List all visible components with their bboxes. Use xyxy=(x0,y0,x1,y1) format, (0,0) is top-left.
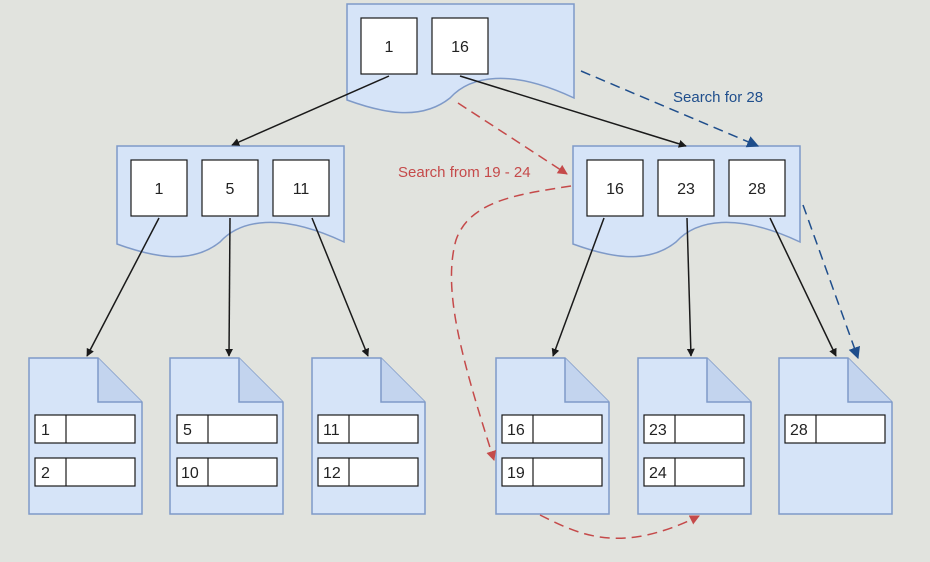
leaf-page-4-row-2-key: 19 xyxy=(507,465,525,482)
leaf-page-5-row-2: 24 xyxy=(643,457,745,487)
leaf-page-3-row-2-key: 12 xyxy=(323,465,341,482)
left-internal-key-3: 11 xyxy=(272,159,330,217)
leaf-page-2-row-2-key: 10 xyxy=(181,465,199,482)
root-key-1-label: 1 xyxy=(385,39,394,56)
range-search-label: Search from 19 - 24 xyxy=(398,164,531,181)
pointer-left-key2-to-leaf2 xyxy=(225,217,234,357)
range-search-arrow-1 xyxy=(457,102,568,175)
right-internal-node: 16 23 28 xyxy=(572,145,801,258)
right-internal-key-3: 28 xyxy=(728,159,786,217)
leaf-page-6-row-1: 28 xyxy=(784,414,886,444)
range-search-arrow-2 xyxy=(450,185,572,461)
root-key-2-label: 16 xyxy=(451,39,469,56)
leaf-page-4-row-1-key: 16 xyxy=(507,422,525,439)
leaf-page-3-row-1-key: 11 xyxy=(323,422,340,439)
point-search-arrow-2 xyxy=(802,204,860,360)
pointer-right-key3-to-leaf6 xyxy=(769,217,837,357)
right-internal-key-1: 16 xyxy=(586,159,644,217)
leaf-page-5-row-1: 23 xyxy=(643,414,745,444)
range-search-path xyxy=(450,102,700,540)
leaf-page-3-row-2: 12 xyxy=(317,457,419,487)
leaf-page-5-row-2-key: 24 xyxy=(649,465,667,482)
right-internal-key-2-label: 23 xyxy=(677,181,695,198)
leaf-page-2-fold xyxy=(238,358,283,403)
root-key-2: 16 xyxy=(431,17,489,75)
leaf-page-2-row-2: 10 xyxy=(176,457,278,487)
point-search-arrow-1 xyxy=(580,70,760,148)
pointer-root-to-right xyxy=(459,75,687,148)
pointer-right-key1-to-leaf4 xyxy=(551,217,605,357)
right-internal-key-3-label: 28 xyxy=(748,181,766,198)
leaf-page-1-row-2-key: 2 xyxy=(41,465,50,482)
left-internal-key-1: 1 xyxy=(130,159,188,217)
tree-pointers xyxy=(86,75,837,357)
leaf-page-1-row-1-key: 1 xyxy=(41,422,50,439)
leaf-page-6-fold xyxy=(847,358,892,403)
leaf-page-4-row-2: 19 xyxy=(501,457,603,487)
left-internal-key-1-label: 1 xyxy=(155,181,164,198)
leaf-page-4-fold xyxy=(564,358,609,403)
pointer-left-key3-to-leaf3 xyxy=(311,217,369,357)
point-search-path xyxy=(580,70,860,360)
leaf-page-1-row-1: 1 xyxy=(34,414,136,444)
leaf-page-4: 16 19 xyxy=(495,357,610,515)
leaf-page-2: 5 10 xyxy=(169,357,284,515)
leaf-page-5: 23 24 xyxy=(637,357,752,515)
root-key-1: 1 xyxy=(360,17,418,75)
right-internal-key-1-label: 16 xyxy=(606,181,624,198)
root-node: 1 16 xyxy=(346,3,575,114)
leaf-page-3-row-1: 11 xyxy=(317,414,419,444)
pointer-root-to-left xyxy=(231,75,390,146)
point-search-label: Search for 28 xyxy=(673,89,763,106)
left-internal-node: 1 5 11 xyxy=(116,145,345,258)
leaf-page-1: 1 2 xyxy=(28,357,143,515)
pointer-left-key1-to-leaf1 xyxy=(86,217,160,357)
left-internal-key-3-label: 11 xyxy=(293,181,310,198)
leaf-page-6-row-1-key: 28 xyxy=(790,422,808,439)
leaf-page-1-fold xyxy=(97,358,142,403)
leaf-page-5-row-1-key: 23 xyxy=(649,422,667,439)
leaf-page-2-row-1-key: 5 xyxy=(183,422,192,439)
pointer-right-key2-to-leaf5 xyxy=(686,217,695,357)
leaf-page-2-row-1: 5 xyxy=(176,414,278,444)
leaf-page-5-fold xyxy=(706,358,751,403)
range-search-arrow-3 xyxy=(539,514,700,540)
right-internal-key-2: 23 xyxy=(657,159,715,217)
leaf-page-3: 11 12 xyxy=(311,357,426,515)
left-internal-key-2: 5 xyxy=(201,159,259,217)
leaf-page-6: 28 xyxy=(778,357,893,515)
leaf-page-1-row-2: 2 xyxy=(34,457,136,487)
left-internal-key-2-label: 5 xyxy=(226,181,235,198)
leaf-page-4-row-1: 16 xyxy=(501,414,603,444)
leaf-page-3-fold xyxy=(380,358,425,403)
